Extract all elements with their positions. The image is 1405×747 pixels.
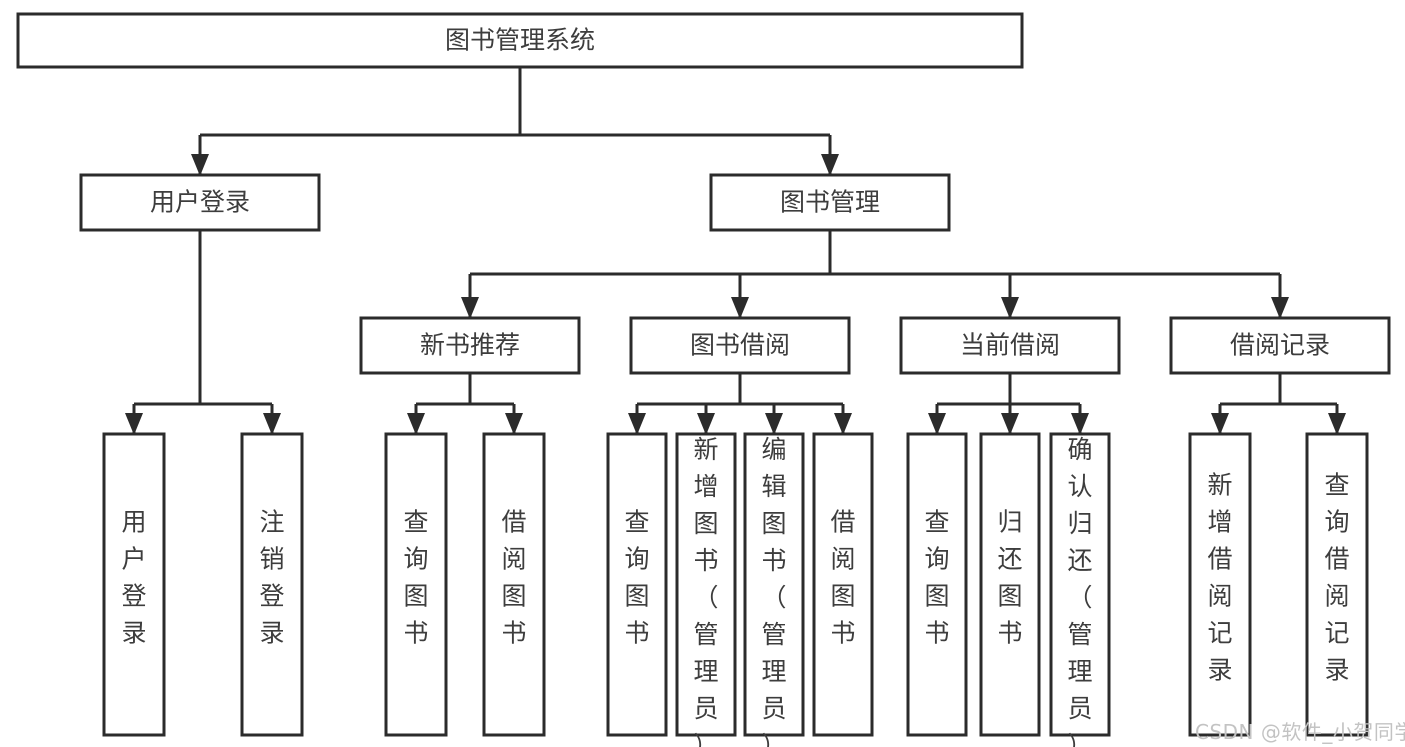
node-layer: 图书管理系统用户登录图书管理新书推荐图书借阅当前借阅借阅记录用户登录注销登录查询… <box>16 12 1391 747</box>
leaf-node-leaf-edit-book-admin[interactable]: 编辑图书（管理员） <box>743 432 805 747</box>
new-book-recommend-arrow-icon-0 <box>407 413 425 435</box>
borrow-record-arrow-icon-0 <box>1211 413 1229 435</box>
leaf-node-leaf-user-login[interactable]: 用户登录 <box>102 432 166 737</box>
leaf-node-leaf-edit-book-admin-box[interactable] <box>743 432 805 737</box>
current-borrow-arrow-icon-2 <box>1071 413 1089 435</box>
node-book-manage-box[interactable] <box>709 173 951 232</box>
current-borrow-arrow-icon-1 <box>1001 413 1019 435</box>
node-book-borrow[interactable]: 图书借阅 <box>629 316 851 375</box>
leaf-node-leaf-query-book-3[interactable]: 查询图书 <box>906 432 968 737</box>
book-borrow-arrow-icon-3 <box>834 413 852 435</box>
node-new-book-recommend-label: 新书推荐 <box>420 331 520 360</box>
leaf-node-leaf-query-book-3-label: 查询图书 <box>924 508 949 648</box>
node-borrow-record-label: 借阅记录 <box>1230 331 1330 360</box>
leaf-node-leaf-confirm-return-admin-label: 确认归还（管理员） <box>1067 435 1092 747</box>
leaf-node-leaf-query-book-1[interactable]: 查询图书 <box>384 432 448 737</box>
root-arrow-icon-1 <box>821 154 839 176</box>
book-manage-arrow-icon-0 <box>461 297 479 319</box>
current-borrow-arrow-icon-0 <box>928 413 946 435</box>
node-book-borrow-label: 图书借阅 <box>690 331 790 360</box>
leaf-node-leaf-query-borrow-record[interactable]: 查询借阅记录 <box>1305 432 1369 737</box>
book-borrow-arrow-icon-2 <box>765 413 783 435</box>
leaf-node-leaf-confirm-return-admin[interactable]: 确认归还（管理员） <box>1049 432 1111 747</box>
leaf-node-leaf-query-book-1-label: 查询图书 <box>403 508 428 648</box>
root-node-system-label: 图书管理系统 <box>445 26 595 55</box>
leaf-node-leaf-return-book[interactable]: 归还图书 <box>979 432 1041 737</box>
root-node-system-box[interactable] <box>16 12 1024 69</box>
new-book-recommend-arrow-icon-1 <box>505 413 523 435</box>
leaf-node-leaf-borrow-book-2-label: 借阅图书 <box>830 508 855 648</box>
book-borrow-arrow-icon-1 <box>697 413 715 435</box>
leaf-node-leaf-query-book-3-box[interactable] <box>906 432 968 737</box>
leaf-node-leaf-query-book-2-label: 查询图书 <box>624 508 649 648</box>
node-new-book-recommend-box[interactable] <box>359 316 581 375</box>
leaf-node-leaf-confirm-return-admin-box[interactable] <box>1049 432 1111 737</box>
leaf-node-leaf-user-login-box[interactable] <box>102 432 166 737</box>
node-book-borrow-box[interactable] <box>629 316 851 375</box>
leaf-node-leaf-add-borrow-record-box[interactable] <box>1188 432 1252 737</box>
leaf-node-leaf-borrow-book-2[interactable]: 借阅图书 <box>812 432 874 737</box>
leaf-node-leaf-query-borrow-record-label: 查询借阅记录 <box>1324 471 1349 685</box>
leaf-node-leaf-return-book-label: 归还图书 <box>997 508 1022 648</box>
leaf-node-leaf-user-login-label: 用户登录 <box>121 508 146 648</box>
node-user-login[interactable]: 用户登录 <box>79 173 321 232</box>
leaf-node-leaf-edit-book-admin-label: 编辑图书（管理员） <box>761 435 786 747</box>
node-book-manage-label: 图书管理 <box>780 188 880 217</box>
leaf-node-leaf-return-book-box[interactable] <box>979 432 1041 737</box>
root-arrow-icon-0 <box>191 154 209 176</box>
node-current-borrow[interactable]: 当前借阅 <box>899 316 1121 375</box>
leaf-node-leaf-add-borrow-record[interactable]: 新增借阅记录 <box>1188 432 1252 737</box>
node-current-borrow-box[interactable] <box>899 316 1121 375</box>
leaf-node-leaf-query-book-1-box[interactable] <box>384 432 448 737</box>
user-login-arrow-icon-0 <box>125 413 143 435</box>
borrow-record-arrow-icon-1 <box>1328 413 1346 435</box>
book-manage-arrow-icon-2 <box>1001 297 1019 319</box>
leaf-node-leaf-add-borrow-record-label: 新增借阅记录 <box>1207 471 1232 685</box>
node-user-login-label: 用户登录 <box>150 188 250 217</box>
user-login-arrow-icon-1 <box>263 413 281 435</box>
connector-layer <box>125 67 1346 435</box>
leaf-node-leaf-add-book-admin-box[interactable] <box>675 432 737 737</box>
leaf-node-leaf-query-borrow-record-box[interactable] <box>1305 432 1369 737</box>
leaf-node-leaf-query-book-2[interactable]: 查询图书 <box>606 432 668 737</box>
root-node-system[interactable]: 图书管理系统 <box>16 12 1024 69</box>
node-borrow-record[interactable]: 借阅记录 <box>1169 316 1391 375</box>
node-user-login-box[interactable] <box>79 173 321 232</box>
leaf-node-leaf-borrow-book-2-box[interactable] <box>812 432 874 737</box>
book-borrow-arrow-icon-0 <box>628 413 646 435</box>
leaf-node-leaf-logout-box[interactable] <box>240 432 304 737</box>
leaf-node-leaf-add-book-admin[interactable]: 新增图书（管理员） <box>675 432 737 747</box>
book-manage-arrow-icon-3 <box>1271 297 1289 319</box>
leaf-node-leaf-add-book-admin-label: 新增图书（管理员） <box>693 435 718 747</box>
leaf-node-leaf-logout[interactable]: 注销登录 <box>240 432 304 737</box>
node-current-borrow-label: 当前借阅 <box>960 331 1060 360</box>
leaf-node-leaf-borrow-book-1[interactable]: 借阅图书 <box>482 432 546 737</box>
node-book-manage[interactable]: 图书管理 <box>709 173 951 232</box>
leaf-node-leaf-logout-label: 注销登录 <box>259 508 284 648</box>
book-manage-arrow-icon-1 <box>731 297 749 319</box>
leaf-node-leaf-query-book-2-box[interactable] <box>606 432 668 737</box>
leaf-node-leaf-borrow-book-1-label: 借阅图书 <box>501 508 526 648</box>
node-borrow-record-box[interactable] <box>1169 316 1391 375</box>
leaf-node-leaf-borrow-book-1-box[interactable] <box>482 432 546 737</box>
node-new-book-recommend[interactable]: 新书推荐 <box>359 316 581 375</box>
